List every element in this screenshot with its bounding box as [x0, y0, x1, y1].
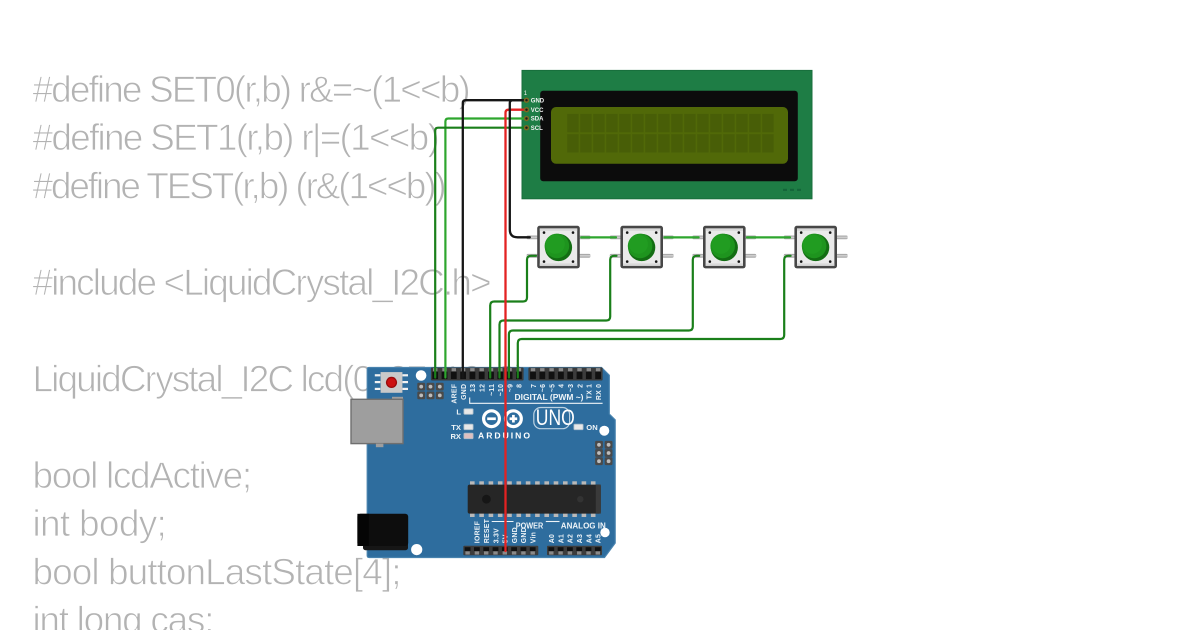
svg-text:DIGITAL (PWM ~): DIGITAL (PWM ~): [515, 393, 584, 402]
svg-text:POWER: POWER: [516, 521, 544, 530]
svg-text:bool lcdActive;: bool lcdActive;: [33, 455, 251, 496]
svg-text:TX 1: TX 1: [587, 384, 594, 400]
svg-text:#define SET0(r,b) r&=~(1<<b): #define SET0(r,b) r&=~(1<<b): [33, 69, 470, 110]
svg-text:RX: RX: [450, 432, 461, 441]
svg-text:4: 4: [559, 384, 566, 388]
svg-text:12: 12: [480, 384, 487, 392]
svg-text:~3: ~3: [568, 384, 575, 392]
svg-text:RESET: RESET: [484, 518, 491, 543]
svg-text:A3: A3: [577, 534, 584, 543]
svg-text:RX 0: RX 0: [596, 384, 603, 400]
svg-text:13: 13: [470, 384, 477, 392]
svg-text:AREF: AREF: [452, 384, 459, 404]
svg-text:A2: A2: [568, 534, 575, 543]
svg-text:SDA: SDA: [531, 117, 544, 123]
svg-text:bool buttonLastState[4];: bool buttonLastState[4];: [33, 551, 401, 592]
svg-text:7: 7: [531, 384, 538, 388]
svg-text:GND: GND: [531, 98, 545, 104]
svg-text:GND: GND: [512, 527, 519, 543]
svg-text:~6: ~6: [540, 384, 547, 392]
svg-text:A1: A1: [558, 534, 565, 543]
svg-text:A0: A0: [549, 534, 556, 543]
svg-text:A5: A5: [596, 534, 603, 543]
svg-text:ON: ON: [586, 423, 597, 432]
svg-text:Vin: Vin: [531, 532, 538, 543]
svg-text:SCL: SCL: [531, 126, 543, 132]
svg-text:L: L: [456, 407, 461, 416]
svg-text:IOREF: IOREF: [475, 521, 482, 543]
svg-text:ARDUINO: ARDUINO: [478, 431, 530, 441]
svg-text:~9: ~9: [507, 384, 514, 392]
svg-text:~5: ~5: [549, 384, 556, 392]
svg-text:VCC: VCC: [531, 108, 544, 114]
svg-text:GND: GND: [461, 384, 468, 400]
svg-text:~10: ~10: [498, 384, 505, 396]
svg-text:GND: GND: [521, 527, 528, 543]
svg-text:3.3V: 3.3V: [493, 528, 500, 543]
svg-text:int long cas;: int long cas;: [33, 600, 214, 631]
svg-text:ANALOG IN: ANALOG IN: [561, 521, 606, 530]
svg-text:A4: A4: [586, 534, 593, 543]
svg-text:#define SET1(r,b) r|=(1<<b): #define SET1(r,b) r|=(1<<b): [33, 117, 439, 158]
svg-text:TX: TX: [451, 423, 461, 432]
svg-text:2: 2: [577, 384, 584, 388]
svg-text:1: 1: [524, 91, 528, 97]
svg-text:int body;: int body;: [33, 503, 167, 544]
svg-text:#include <LiquidCrystal_I2C.h>: #include <LiquidCrystal_I2C.h>: [33, 262, 490, 303]
svg-text:8: 8: [517, 384, 524, 388]
svg-text:UNO: UNO: [536, 405, 575, 430]
svg-text:~11: ~11: [489, 384, 496, 396]
svg-text:#define TEST(r,b) (r&(1<<b)): #define TEST(r,b) (r&(1<<b)): [33, 165, 446, 206]
